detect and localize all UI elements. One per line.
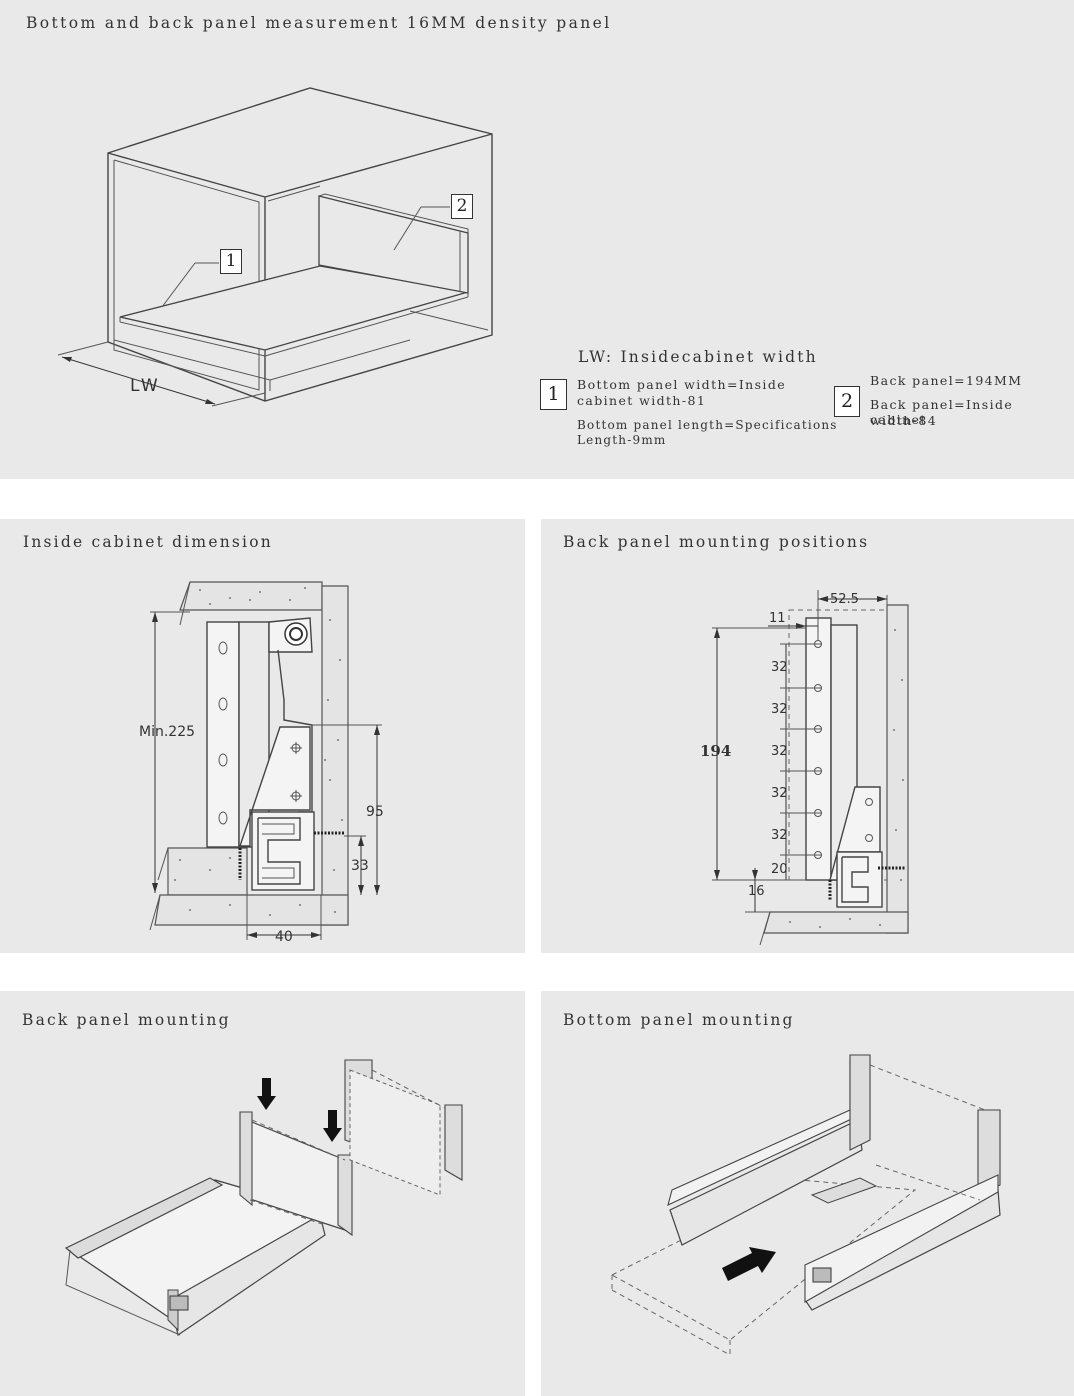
panel-measurement-title: Bottom and back panel measurement 16MM d… bbox=[26, 14, 612, 32]
lw-dimension-label: LW bbox=[130, 376, 161, 396]
dim-52-5: 52.5 bbox=[830, 592, 859, 607]
legend-item2-line3: width-84 bbox=[870, 413, 938, 428]
badge-1: 1 bbox=[220, 249, 242, 274]
panel-bottom-mounting-title: Bottom panel mounting bbox=[563, 1011, 795, 1029]
panel-back-mounting-title: Back panel mounting bbox=[22, 1011, 231, 1029]
legend-item1-line1: Bottom panel width=Inside bbox=[577, 377, 787, 392]
pitch-4: 32 bbox=[771, 786, 788, 801]
badge-2: 2 bbox=[451, 194, 473, 219]
panel-mounting-positions-title: Back panel mounting positions bbox=[563, 533, 870, 551]
legend-item1-line2: cabinet width-81 bbox=[577, 393, 707, 408]
legend-item2-line1: Back panel=194MM bbox=[870, 373, 1023, 388]
dim-40: 40 bbox=[275, 929, 293, 945]
pitch-1: 32 bbox=[771, 660, 788, 675]
particleboard-texture bbox=[174, 587, 343, 916]
legend-badge-1: 1 bbox=[540, 379, 567, 410]
arrow-down-icon bbox=[323, 1110, 342, 1142]
legend-item1-line4: Length-9mm bbox=[577, 433, 667, 447]
dim-95: 95 bbox=[366, 804, 384, 820]
cabinet-isometric-drawing: LW bbox=[57, 87, 493, 407]
dim-33: 33 bbox=[351, 858, 369, 874]
pitch-5: 32 bbox=[771, 828, 788, 843]
pitch-3: 32 bbox=[771, 744, 788, 759]
dim-16: 16 bbox=[748, 884, 765, 899]
panel-inside-dimension-title: Inside cabinet dimension bbox=[23, 533, 273, 551]
dim-20: 20 bbox=[771, 862, 788, 877]
lw-definition: LW: Insidecabinet width bbox=[578, 348, 818, 366]
arrow-down-icon bbox=[257, 1078, 276, 1110]
legend-item1-line3: Bottom panel length=Specifications bbox=[577, 418, 838, 432]
dim-min225: Min.225 bbox=[139, 724, 195, 740]
dim-11: 11 bbox=[769, 611, 786, 626]
pitch-2: 32 bbox=[771, 702, 788, 717]
arrow-push-icon bbox=[722, 1247, 776, 1281]
legend-badge-2: 2 bbox=[834, 386, 860, 417]
legend-item2-line2: Back panel=Inside cabinet bbox=[870, 397, 1014, 427]
dim-194: 194 bbox=[700, 742, 731, 760]
panel-measurement bbox=[0, 0, 1074, 479]
